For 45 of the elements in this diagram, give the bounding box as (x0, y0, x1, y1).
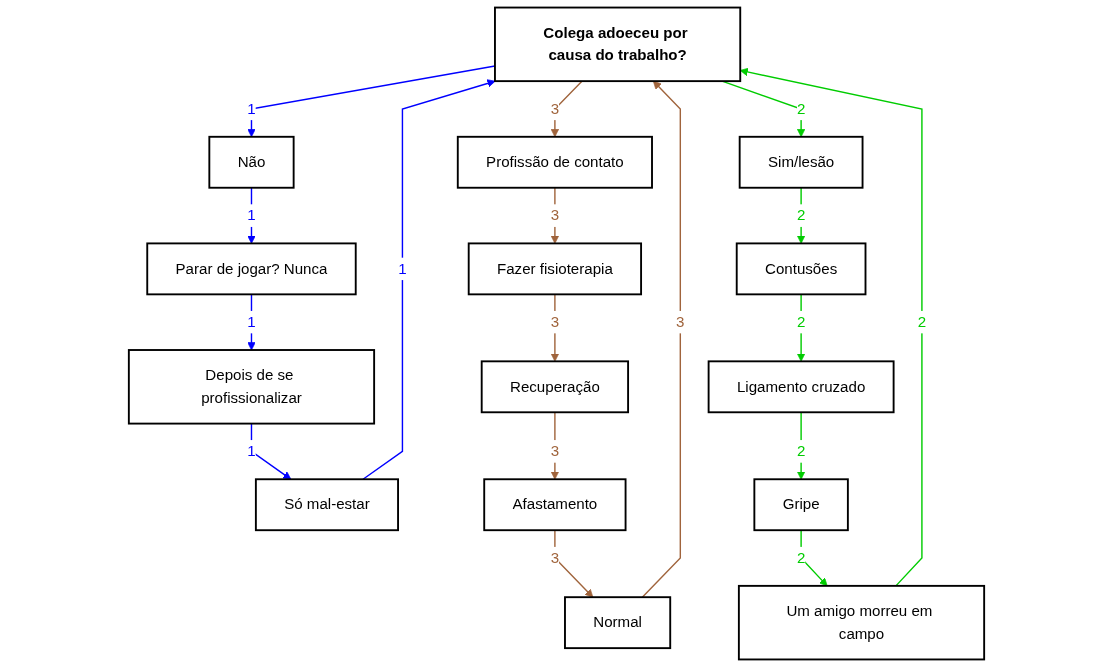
node-box: Só mal-estar (254, 478, 399, 532)
arrow (247, 187, 256, 244)
node-box: Profissão de contato (456, 135, 653, 189)
edge-label: 3 (676, 313, 685, 330)
arrow (641, 80, 681, 598)
edge-label: 3 (550, 549, 560, 566)
node-box: Contusões (735, 242, 867, 296)
arrow (796, 187, 806, 244)
node-box: Afastamento (483, 478, 627, 532)
node-box: Recuperação (480, 360, 630, 414)
node-box: Normal (564, 596, 672, 650)
edge-label: 1 (247, 442, 256, 459)
node-box: Gripe (753, 478, 849, 532)
arrow (550, 293, 560, 362)
arrow (739, 67, 923, 587)
arrow (796, 293, 806, 362)
edge-label: 3 (550, 100, 560, 117)
edge-label: 3 (550, 313, 560, 330)
edge-label: 3 (550, 207, 560, 224)
node-box: Parar de jogar? Nunca (146, 242, 357, 296)
edge-label: 2 (796, 207, 806, 224)
edge-label: 1 (398, 260, 407, 277)
node-box: Sim/lesão (738, 135, 864, 189)
edge-label: 3 (550, 442, 560, 459)
edge-label: 2 (796, 442, 806, 459)
node-box: Um amigo morreu em campo (737, 584, 986, 661)
edge-label: 2 (917, 313, 927, 330)
edge-label: 2 (796, 549, 806, 566)
arrow (362, 79, 496, 480)
edge-label: 1 (247, 100, 256, 117)
arrow (796, 411, 806, 480)
edge-label: 2 (796, 313, 806, 330)
edge-label: 1 (247, 313, 256, 330)
node-box: Fazer fisioterapia (467, 242, 643, 296)
arrow (550, 411, 560, 480)
edge-label: 1 (247, 207, 256, 224)
node-box: Não (208, 135, 295, 189)
node-box: Colega adoeceu por causa do trabalho? (494, 6, 742, 83)
arrow (800, 529, 828, 587)
arrow (247, 293, 256, 351)
arrow (550, 187, 560, 244)
node-box: Ligamento cruzado (707, 360, 895, 414)
edge-label: 2 (796, 100, 806, 117)
node-box: Depois de se profissionalizar (127, 349, 376, 425)
arrow (550, 80, 583, 138)
